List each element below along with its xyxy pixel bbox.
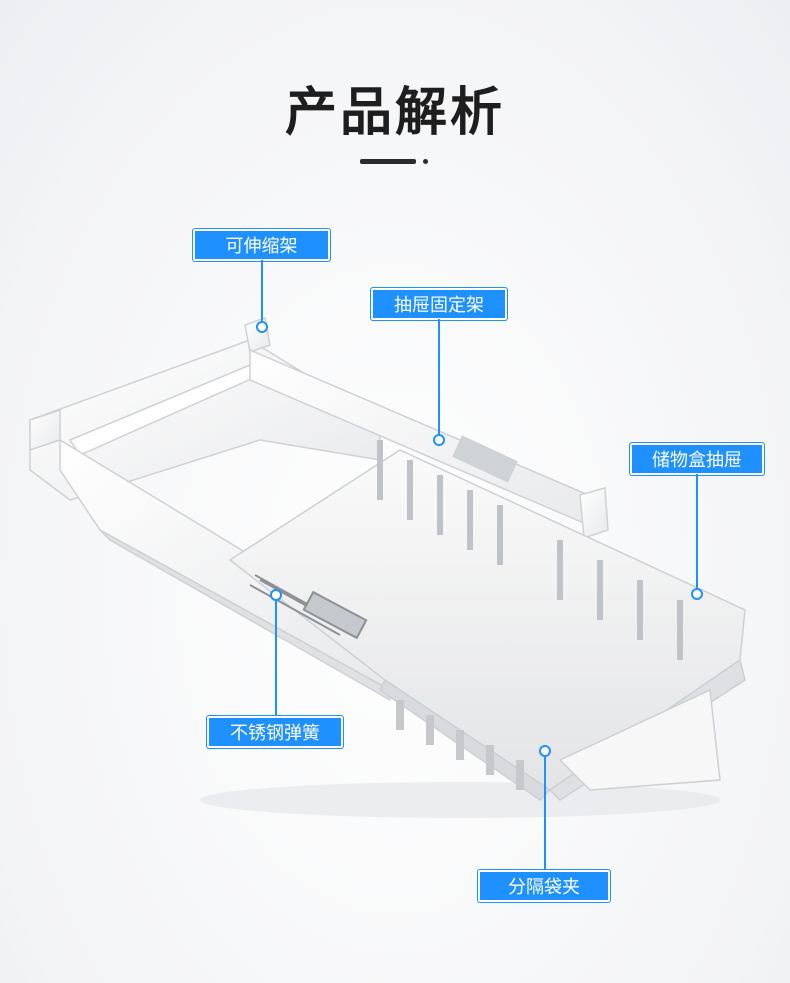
callout-storage-box-drawer: 储物盒抽屉 bbox=[630, 443, 764, 475]
callout-pin-storage-box-drawer bbox=[691, 588, 703, 600]
title-underline-dot bbox=[423, 159, 428, 164]
title-underline bbox=[360, 159, 416, 164]
callout-pin-telescopic-frame bbox=[256, 321, 268, 333]
callout-pin-drawer-fixing-frame bbox=[433, 434, 445, 446]
callout-line-telescopic-frame bbox=[261, 260, 263, 323]
callout-line-divider-bag-clip bbox=[544, 754, 546, 870]
callout-drawer-fixing-frame: 抽屉固定架 bbox=[371, 288, 507, 320]
telescopic-frame bbox=[29, 317, 391, 702]
page-title: 产品解析 bbox=[284, 83, 505, 143]
callout-pin-divider-bag-clip bbox=[539, 745, 551, 757]
callout-line-stainless-steel-spring bbox=[275, 597, 277, 716]
callout-divider-bag-clip: 分隔袋夹 bbox=[478, 870, 610, 902]
callout-line-storage-box-drawer bbox=[696, 474, 698, 590]
callout-line-drawer-fixing-frame bbox=[438, 319, 440, 436]
callout-telescopic-frame: 可伸缩架 bbox=[193, 229, 330, 261]
spring bbox=[249, 574, 368, 640]
drawer-fixing-frame bbox=[249, 348, 609, 540]
storage-drawer bbox=[228, 440, 746, 801]
callout-pin-stainless-steel-spring bbox=[270, 589, 282, 601]
callout-stainless-steel-spring: 不锈钢弹簧 bbox=[207, 716, 343, 748]
